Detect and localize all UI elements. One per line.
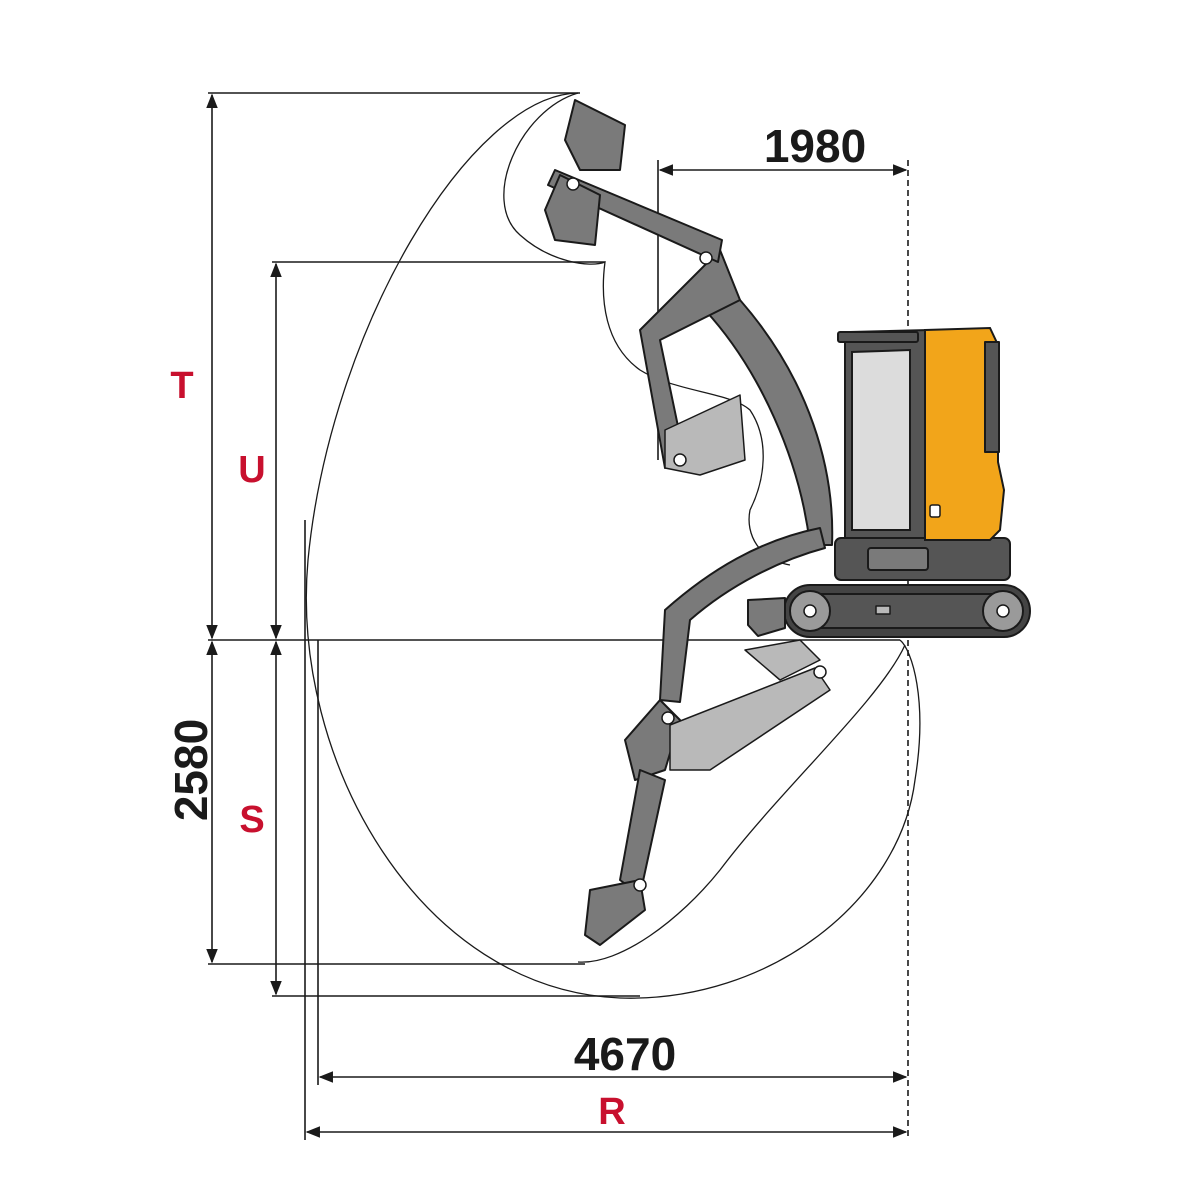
- upper-structure: [834, 326, 1011, 581]
- working-envelope: [305, 92, 921, 999]
- excavator-icon: [544, 99, 1031, 946]
- outer-envelope-curve: [305, 92, 921, 999]
- inner-envelope-curve-top: [503, 92, 791, 566]
- label-4670: 4670: [574, 1028, 676, 1080]
- cab-window: [851, 348, 911, 531]
- label-S: S: [239, 799, 264, 841]
- undercarriage: [747, 584, 1031, 638]
- arm-lowered: [584, 527, 831, 946]
- dimension-labels: 1980 T U 2580 S 4670 R: [165, 120, 866, 1133]
- label-1980: 1980: [764, 120, 866, 172]
- inner-envelope-curve-bottom: [577, 644, 906, 963]
- label-2580: 2580: [165, 719, 217, 821]
- dimension-arrows: [206, 93, 908, 1138]
- label-R: R: [598, 1091, 625, 1133]
- label-U: U: [238, 449, 265, 491]
- arm-raised: [544, 99, 834, 546]
- label-T: T: [170, 365, 193, 407]
